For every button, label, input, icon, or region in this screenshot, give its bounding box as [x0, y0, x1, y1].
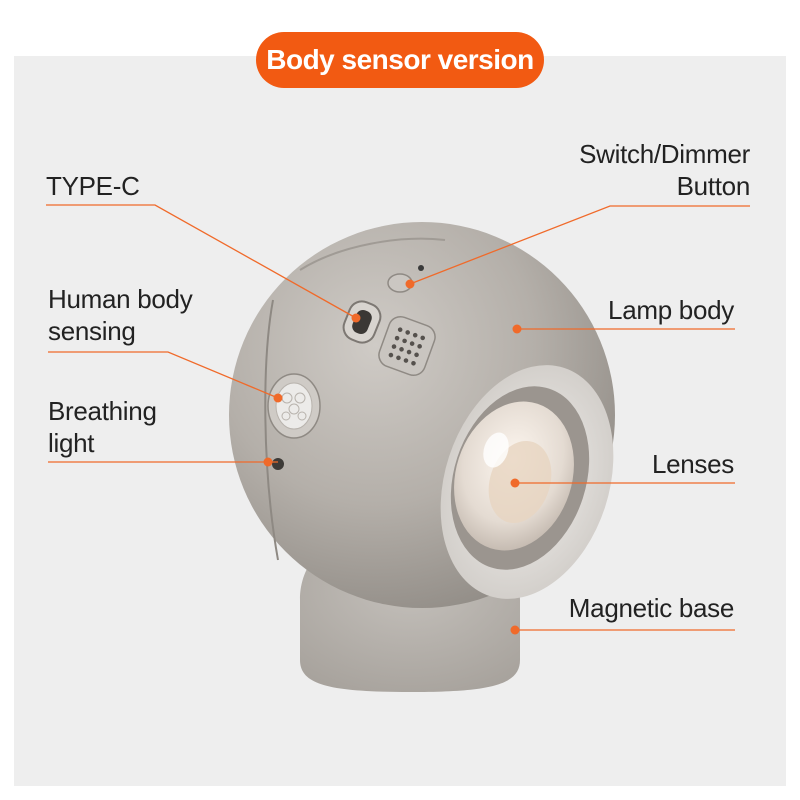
label-human-body-sensing-line2: sensing — [48, 316, 136, 346]
label-switch-dimmer-line2: Button — [676, 171, 751, 201]
title-badge: Body sensor version — [256, 32, 544, 88]
pir-sensor-icon — [267, 373, 321, 439]
label-magnetic-base: Magnetic base — [568, 593, 735, 623]
label-human-body-sensing-line1: Human body — [48, 284, 193, 314]
label-lenses: Lenses — [651, 449, 734, 479]
label-lamp-body: Lamp body — [608, 295, 734, 325]
label-type-c: TYPE-C — [46, 171, 140, 201]
label-human-body-sensing: Human body sensing — [48, 283, 193, 347]
label-breathing-light: Breathing light — [48, 395, 157, 459]
callout-dots — [263, 279, 522, 635]
breathing-light-shape — [272, 458, 284, 470]
label-switch-dimmer-button: Switch/Dimmer Button — [579, 138, 750, 202]
lens-icon — [454, 401, 574, 551]
label-breathing-light-line2: light — [48, 428, 95, 458]
label-switch-dimmer-line1: Switch/Dimmer — [579, 139, 750, 169]
label-breathing-light-line1: Breathing — [48, 396, 157, 426]
speaker-grille-icon — [378, 315, 436, 377]
callout-lines — [46, 204, 750, 631]
